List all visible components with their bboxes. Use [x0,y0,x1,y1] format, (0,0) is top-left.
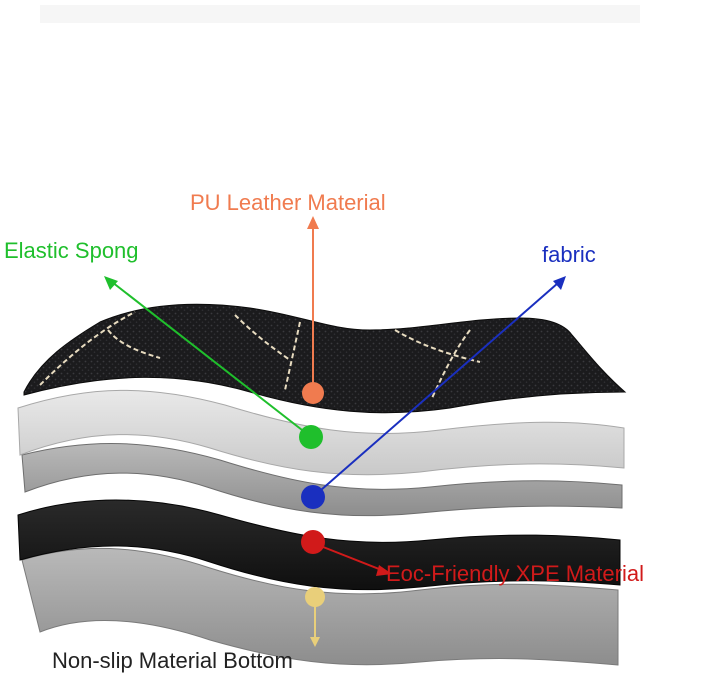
xpe-dot [301,530,325,554]
elastic-dot [299,425,323,449]
elastic-pointer [111,281,312,438]
pu-leather-arrowhead [307,216,319,229]
pointer-lines [104,216,566,647]
pu-leather-label: PU Leather Material [190,190,386,215]
fabric-dot [301,485,325,509]
fabric-label: fabric [542,242,596,267]
fabric-pointer [312,282,559,498]
bottom-dot [305,587,325,607]
elastic-sponge-label: Elastic Spong [4,238,139,263]
bottom-arrowhead [310,637,320,647]
xpe-arrowhead [376,565,392,576]
xpe-label: Eoc-Friendly XPE Material [386,561,644,586]
layer-fabric [21,443,623,517]
fabric-arrowhead [553,276,566,290]
layer-nonslip-bottom [21,547,619,666]
bottom-label: Non-slip Material Bottom [52,648,293,673]
xpe-pointer [312,542,385,572]
faint-header-band [40,5,640,23]
pu-leather-dot [302,382,324,404]
elastic-arrowhead [104,276,118,290]
